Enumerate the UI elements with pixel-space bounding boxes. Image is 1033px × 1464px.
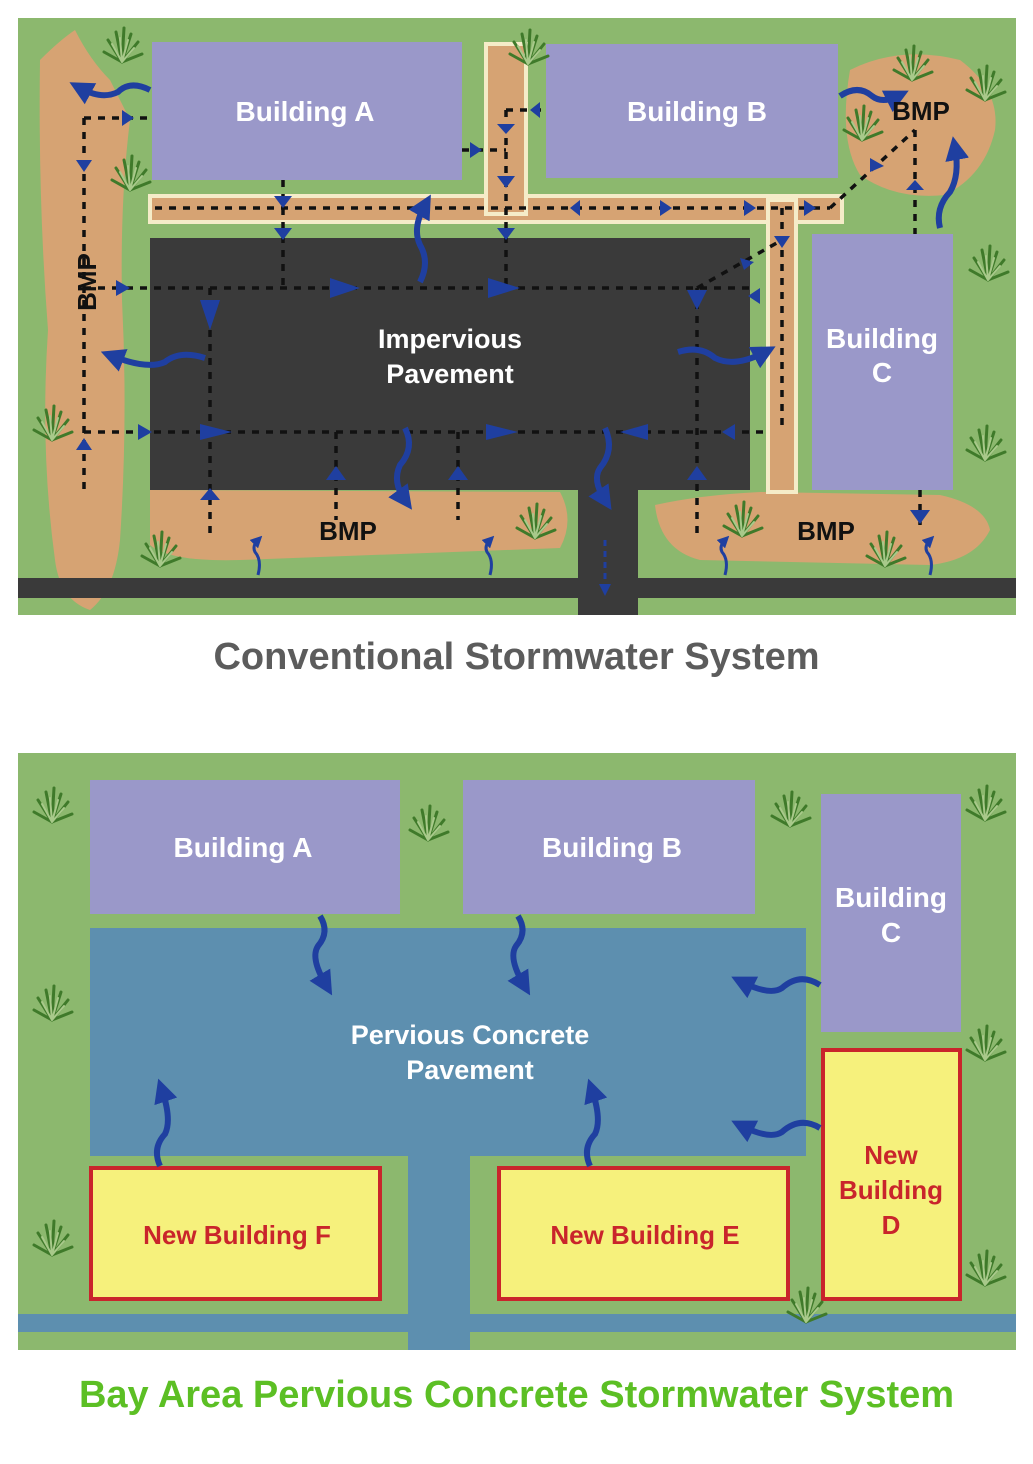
new-building-f-block xyxy=(89,1166,382,1301)
conventional-diagram: Building A Building B Building C Impervi… xyxy=(18,18,1016,615)
building-b-label: Building B xyxy=(542,832,682,863)
bmp-top-right-label: BMP xyxy=(892,96,950,126)
bmp-left-label: BMP xyxy=(72,253,102,311)
building-a-label: Building A xyxy=(236,96,375,127)
impervious-pavement-label-line2: Pavement xyxy=(386,359,514,389)
building-a-label: Building A xyxy=(174,832,313,863)
pervious-diagram: Building A Building B Building C Perviou… xyxy=(18,753,1016,1350)
new-building-d-label-line3: D xyxy=(882,1210,901,1240)
new-building-d-label-line1: New xyxy=(864,1140,918,1170)
building-b-block xyxy=(546,44,838,178)
new-building-e-block xyxy=(497,1166,790,1301)
road-vertical xyxy=(408,1150,470,1350)
building-b-block xyxy=(463,780,755,914)
bmp-bottom-label: BMP xyxy=(319,516,377,546)
pervious-pavement-label-line1: Pervious Concrete xyxy=(351,1020,590,1050)
building-b-label: Building B xyxy=(627,96,767,127)
building-c-label-line1: Building xyxy=(835,882,947,913)
bmp-bottom-right-label: BMP xyxy=(797,516,855,546)
runoff-arrows xyxy=(69,82,969,511)
building-a-block xyxy=(90,780,400,914)
runoff-arrows xyxy=(153,914,822,1168)
pervious-pavement-label-line2: Pavement xyxy=(406,1055,534,1085)
building-c-block xyxy=(821,794,961,1032)
new-building-d-label-line2: Building xyxy=(839,1175,943,1205)
road-horizontal xyxy=(18,1314,1016,1332)
road-vertical xyxy=(578,488,638,615)
flow-direction-markers xyxy=(76,102,930,524)
new-building-e-label: New Building E xyxy=(550,1220,739,1250)
road-horizontal xyxy=(18,578,1016,598)
building-c-label-line2: C xyxy=(872,357,892,388)
conventional-caption: Conventional Stormwater System xyxy=(213,636,820,678)
impervious-pavement-label-line1: Impervious xyxy=(378,324,522,354)
swale-vertical-right xyxy=(766,198,798,494)
bmp-bottom-right-area xyxy=(655,492,990,565)
pervious-concrete-pavement xyxy=(90,928,806,1156)
small-runoff-arrows xyxy=(249,535,935,576)
new-building-f-label: New Building F xyxy=(143,1220,331,1250)
pervious-caption: Bay Area Pervious Concrete Stormwater Sy… xyxy=(78,1374,955,1416)
new-building-d-block xyxy=(821,1048,962,1301)
building-c-label-line2: C xyxy=(881,917,901,948)
building-c-block xyxy=(812,234,953,490)
building-a-block xyxy=(152,42,462,180)
building-c-label-line1: Building xyxy=(826,323,938,354)
impervious-pavement xyxy=(150,238,750,490)
